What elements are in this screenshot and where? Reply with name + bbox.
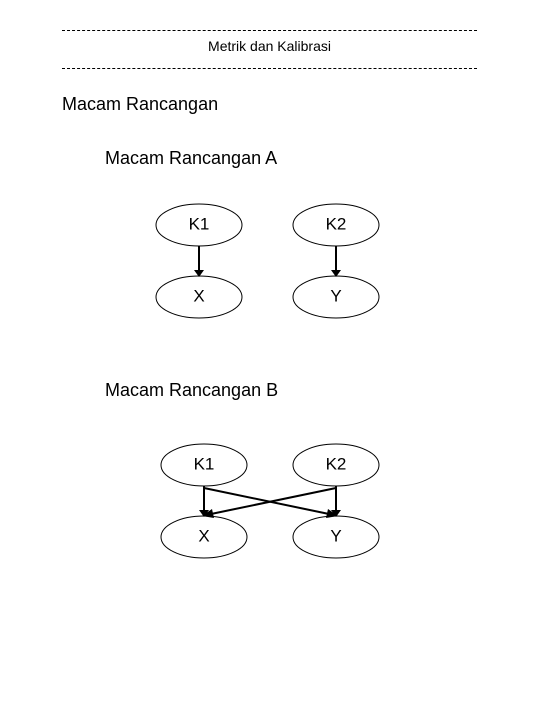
design-a-node-k2: K2 <box>292 203 380 247</box>
design-a-arrowhead-k2-to-y <box>331 270 341 277</box>
header-bottom-dashed-rule <box>62 68 477 69</box>
design-a-node-k2-label: K2 <box>326 214 347 233</box>
design-b-heading: Macam Rancangan B <box>105 380 279 400</box>
design-b-node-k1: K1 <box>160 443 248 487</box>
design-a-arrowhead-k1-to-x <box>194 270 204 277</box>
design-b-arrowhead-k1-to-y <box>326 509 338 518</box>
design-b-node-y-label: Y <box>330 526 341 545</box>
design-a-node-k1-label: K1 <box>189 214 210 233</box>
main-heading: Macam Rancangan <box>62 94 219 114</box>
design-a-heading: Macam Rancangan A <box>105 148 278 168</box>
design-a-diagram: K1 K2 X Y <box>155 203 380 319</box>
design-b-node-k2: K2 <box>292 443 380 487</box>
design-b-node-k2-label: K2 <box>326 454 347 473</box>
design-b-node-k1-label: K1 <box>194 454 215 473</box>
design-a-node-x-label: X <box>193 286 204 305</box>
design-b-arrowhead-k2-to-y <box>331 510 341 517</box>
design-b-node-x-label: X <box>198 526 209 545</box>
design-a-node-y-label: Y <box>330 286 341 305</box>
header-top-dashed-rule <box>62 30 477 31</box>
design-a-node-x: X <box>155 275 243 319</box>
design-a-node-k1: K1 <box>155 203 243 247</box>
design-b-edge-k2-to-x <box>210 487 337 515</box>
design-b-node-x: X <box>160 515 248 559</box>
design-a-node-y: Y <box>292 275 380 319</box>
design-b-arrowhead-k1-to-x <box>199 510 209 517</box>
design-b-arrowhead-k2-to-x <box>202 509 214 518</box>
design-b-diagram: K1 K2 X Y <box>160 443 380 559</box>
design-b-node-y: Y <box>292 515 380 559</box>
design-b-edge-k1-to-y <box>203 487 330 515</box>
header-title: Metrik dan Kalibrasi <box>208 38 331 54</box>
